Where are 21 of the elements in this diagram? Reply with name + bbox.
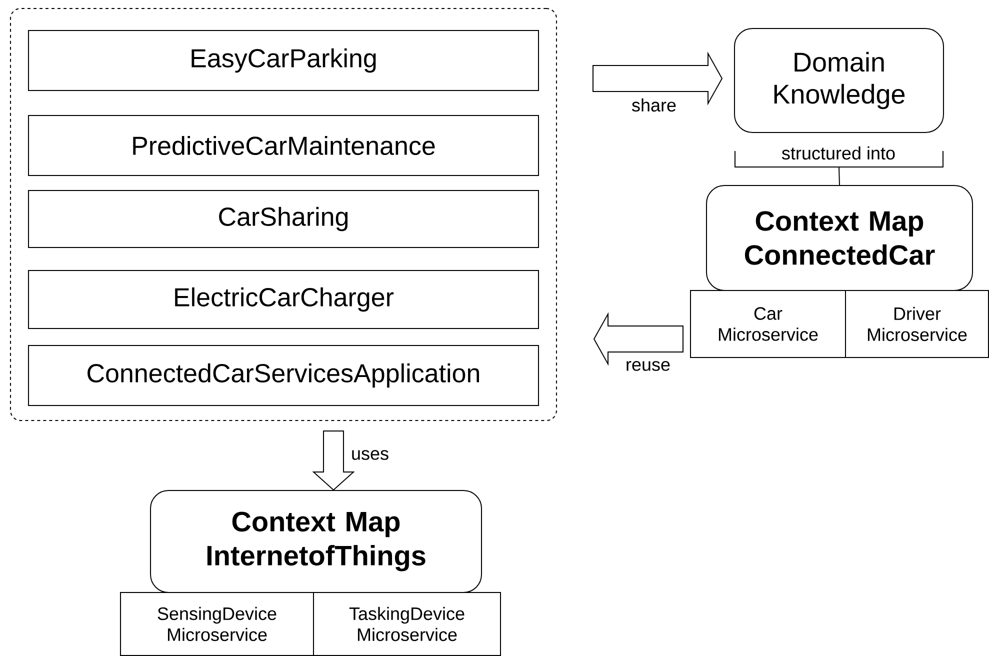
block-arrow — [592, 52, 723, 106]
edge-label: uses — [350, 449, 390, 461]
microservice-box: SensingDevice Microservice — [120, 592, 314, 656]
knowledge-box: Domain Knowledge — [734, 28, 944, 133]
edge-label: share — [630, 97, 678, 113]
edge-label: reuse — [624, 360, 672, 372]
microservice-box: TaskingDevice Microservice — [313, 592, 501, 656]
application-box: ConnectedCarServicesApplication — [28, 345, 539, 406]
brace-connector — [734, 150, 944, 186]
application-box: CarSharing — [28, 190, 539, 248]
microservice-box: Driver Microservice — [845, 290, 989, 358]
application-box: ElectricCarCharger — [28, 270, 539, 329]
context-map-box: Context Map InternetofThings — [150, 490, 482, 593]
application-box: EasyCarParking — [28, 30, 539, 91]
application-box: PredictiveCarMaintenance — [28, 115, 539, 176]
block-arrow — [312, 430, 355, 491]
context-map-box: Context Map ConnectedCar — [706, 185, 973, 291]
block-arrow — [593, 312, 684, 366]
dashed-group-box — [10, 8, 557, 421]
edge-label: structured into — [780, 145, 897, 161]
microservice-box: Car Microservice — [690, 290, 846, 358]
